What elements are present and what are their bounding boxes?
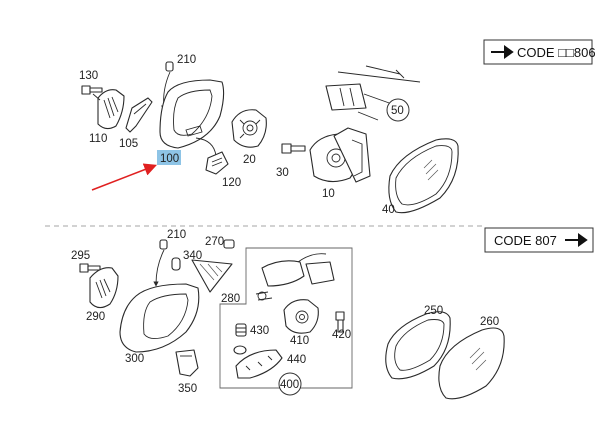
part-label-50: 50: [391, 105, 404, 117]
code-807-label: CODE 807: [494, 233, 557, 248]
part-label-20: 20: [243, 154, 256, 166]
code-806-label: CODE □□806: [517, 45, 596, 60]
part-label-340: 340: [183, 250, 202, 262]
part-250-mirror-frame: [385, 311, 451, 380]
arrow-right-icon: [565, 233, 588, 247]
pointer-arrow: [91, 163, 157, 191]
part-430-plug: [235, 323, 247, 337]
part-label-400: 400: [280, 379, 299, 391]
part-label-270: 270: [205, 236, 224, 248]
part-label-40: 40: [382, 204, 395, 216]
part-410-motor: [283, 299, 319, 334]
part-label-130: 130: [79, 70, 98, 82]
part-label-430: 430: [250, 325, 269, 337]
part-label-260: 260: [480, 316, 499, 328]
highlight-box-100: [157, 150, 181, 165]
part-10-actuator: [309, 127, 371, 183]
part-ring: [233, 345, 247, 355]
part-label-300: 300: [125, 353, 144, 365]
part-label-290: 290: [86, 311, 105, 323]
part-label-280: 280: [221, 293, 240, 305]
part-20-motor: [231, 109, 267, 148]
part-210-bulb-bottom: [159, 239, 168, 250]
code-806-box: CODE □□806: [483, 39, 596, 65]
callout-circle-50: [386, 98, 410, 122]
part-295-screw: [79, 263, 101, 273]
part-label-250: 250: [424, 305, 443, 317]
part-label-110: 110: [89, 133, 107, 145]
part-label-30: 30: [276, 167, 289, 179]
part-label-100: 100: [160, 153, 179, 165]
part-440-holder: [235, 349, 283, 379]
part-100-mirror-housing: [159, 79, 225, 149]
part-label-350: 350: [178, 383, 197, 395]
part-350-bracket: [175, 349, 199, 377]
part-260-mirror-glass: [438, 327, 505, 400]
assembly-400-frame: [219, 247, 353, 389]
part-label-10: 10: [322, 188, 335, 200]
part-label-420: 420: [332, 329, 351, 341]
part-340-bulb: [171, 257, 181, 271]
arrow-right-icon: [491, 45, 514, 59]
part-120-connector: [205, 151, 229, 175]
part-label-295: 295: [71, 250, 90, 262]
part-130-screw: [81, 85, 103, 95]
part-105-bracket: [125, 97, 153, 133]
part-210-bulb: [165, 61, 174, 72]
part-290-cover: [89, 267, 119, 309]
part-280-cover: [191, 259, 233, 293]
part-label-120: 120: [222, 177, 241, 189]
part-50-harness: [325, 65, 421, 121]
part-label-210-bottom: 210: [167, 229, 186, 241]
part-harness-400: [255, 253, 335, 301]
part-label-210-top: 210: [177, 54, 196, 66]
part-300-mirror-housing: [119, 283, 200, 353]
code-807-box: CODE 807: [484, 227, 594, 253]
part-30-screw: [281, 143, 306, 154]
callout-circle-400: [278, 372, 302, 396]
part-270-plug: [223, 239, 235, 249]
part-label-440: 440: [287, 354, 306, 366]
part-label-105: 105: [119, 138, 138, 150]
part-40-mirror-glass: [388, 138, 459, 214]
part-label-410: 410: [290, 335, 309, 347]
part-420-screw: [335, 311, 345, 333]
part-110-cover: [97, 89, 125, 130]
